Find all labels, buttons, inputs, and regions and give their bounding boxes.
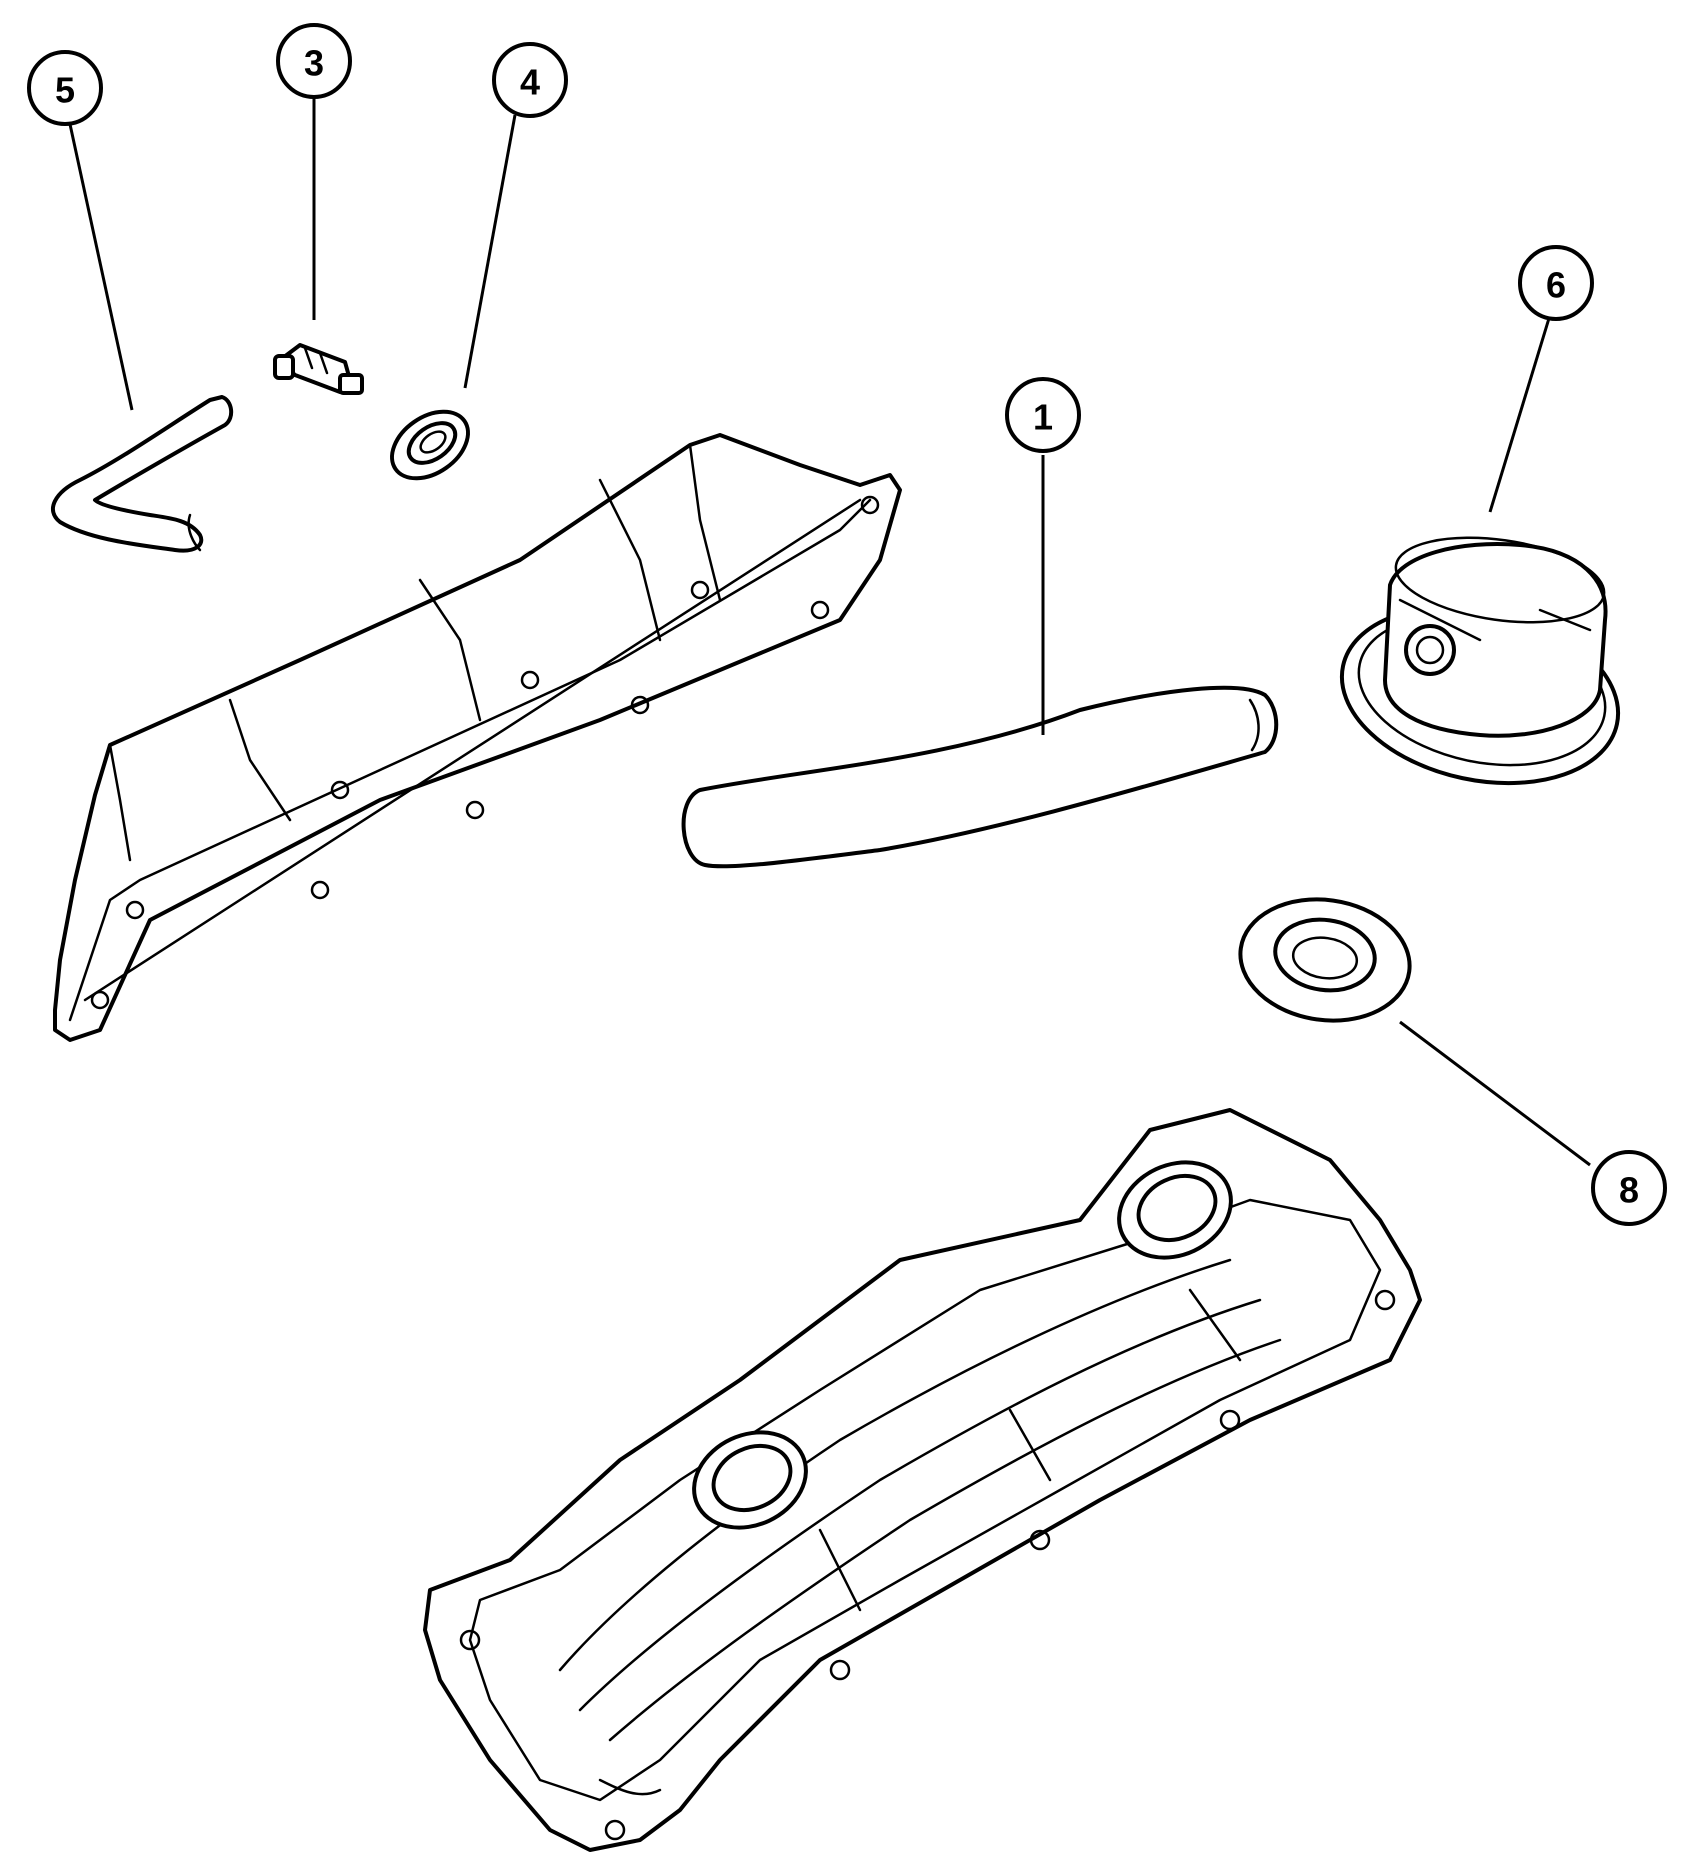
- part-6-breather-cap: [1339, 536, 1621, 786]
- leader-6: [1488, 314, 1552, 513]
- valve-cover-gasket-assembly: [53, 433, 902, 1042]
- valve-cover: [423, 1108, 1422, 1852]
- callout-label-1: 1: [1033, 397, 1053, 438]
- leader-lines: [66, 97, 1591, 1167]
- leader-5: [66, 114, 134, 411]
- callout-4: 4: [492, 42, 568, 118]
- callout-8: 8: [1591, 1150, 1667, 1226]
- callout-label-6: 6: [1546, 265, 1566, 306]
- callout-6: 6: [1518, 245, 1594, 321]
- callout-label-4: 4: [520, 62, 540, 103]
- callout-label-3: 3: [304, 43, 324, 84]
- leader-4: [463, 114, 517, 389]
- callout-3: 3: [276, 23, 352, 99]
- callout-5: 5: [27, 50, 103, 126]
- leader-8: [1399, 1020, 1591, 1167]
- callout-1: 1: [1005, 377, 1081, 453]
- callout-label-5: 5: [55, 70, 75, 111]
- part-3-valve-fitting: [273, 343, 364, 395]
- part-5-bent-hose: [50, 395, 234, 553]
- callout-label-8: 8: [1619, 1170, 1639, 1211]
- part-1-hose: [681, 685, 1279, 869]
- part-4-grommet: [390, 409, 470, 481]
- part-8-grommet: [1238, 897, 1412, 1023]
